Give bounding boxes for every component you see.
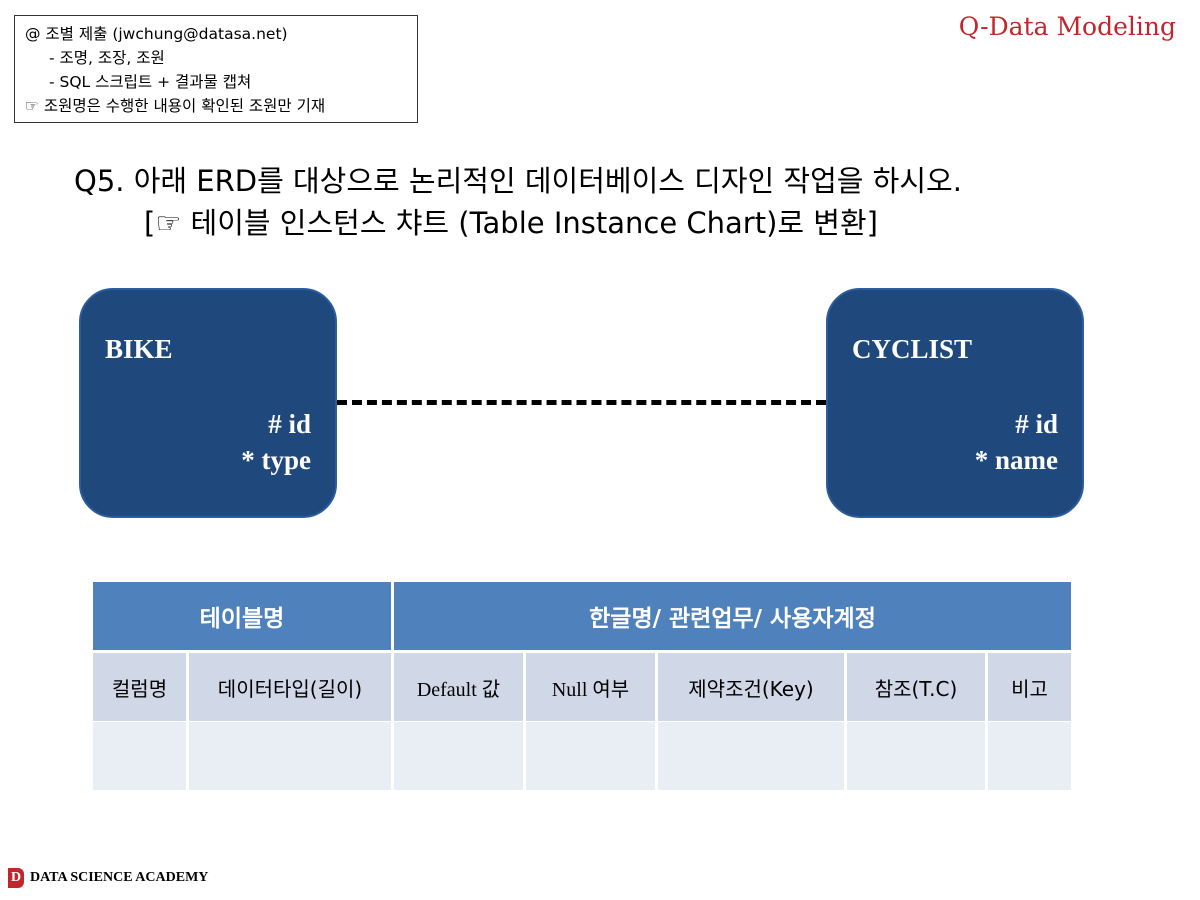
footer-brand: D DATA SCIENCE ACADEMY	[8, 868, 208, 888]
table-instance-chart: 테이블명 한글명/ 관련업무/ 사용자계정 컬럼명 데이터타입(길이) Defa…	[90, 582, 1074, 790]
cell-reference[interactable]	[847, 721, 985, 790]
question-line-2: [☞ 테이블 인스턴스 챠트 (Table Instance Chart)로 변…	[144, 206, 878, 240]
notice-line-4: ☞ 조원명은 수행한 내용이 확인된 조원만 기재	[25, 97, 326, 115]
cell-note[interactable]	[988, 721, 1071, 790]
attribute-id: # id	[268, 409, 311, 439]
cell-data-type[interactable]	[189, 721, 391, 790]
submission-notice-box: @ 조별 제출 (jwchung@datasa.net) - 조명, 조장, 조…	[14, 15, 418, 123]
table-row	[93, 721, 1071, 790]
cell-constraint[interactable]	[658, 721, 844, 790]
brand-title: Q-Data Modeling	[958, 12, 1176, 41]
entity-attributes: # id * name	[975, 406, 1058, 478]
col-nullable: Null 여부	[526, 650, 655, 721]
attribute-name: * name	[974, 445, 1058, 475]
question-text: Q5. 아래 ERD를 대상으로 논리적인 데이터베이스 디자인 작업을 하시오…	[74, 160, 1174, 244]
notice-line-1: @ 조별 제출 (jwchung@datasa.net)	[25, 25, 288, 43]
question-line-1: Q5. 아래 ERD를 대상으로 논리적인 데이터베이스 디자인 작업을 하시오…	[74, 164, 962, 198]
entity-name: BIKE	[105, 334, 173, 364]
cell-nullable[interactable]	[526, 721, 655, 790]
column-header-row: 컬럼명 데이터타입(길이) Default 값 Null 여부 제약조건(Key…	[93, 650, 1071, 721]
col-note: 비고	[988, 650, 1071, 721]
col-data-type: 데이터타입(길이)	[189, 650, 391, 721]
attribute-type: * type	[241, 445, 311, 475]
attribute-id: # id	[1015, 409, 1058, 439]
entity-cyclist: CYCLIST # id * name	[826, 288, 1084, 518]
academy-logo-icon: D	[8, 868, 24, 888]
col-default: Default 값	[394, 650, 523, 721]
notice-line-2: - 조명, 조장, 조원	[49, 49, 165, 67]
entity-attributes: # id * type	[241, 406, 311, 478]
table-header-row: 테이블명 한글명/ 관련업무/ 사용자계정	[93, 582, 1071, 650]
entity-bike: BIKE # id * type	[79, 288, 337, 518]
header-description: 한글명/ 관련업무/ 사용자계정	[394, 582, 1071, 650]
entity-name: CYCLIST	[852, 334, 973, 364]
footer-label: DATA SCIENCE ACADEMY	[30, 870, 209, 885]
relationship-dashed-line	[337, 400, 826, 405]
col-reference: 참조(T.C)	[847, 650, 985, 721]
notice-line-3: - SQL 스크립트 + 결과물 캡쳐	[49, 73, 252, 91]
col-column-name: 컬럼명	[93, 650, 186, 721]
cell-default[interactable]	[394, 721, 523, 790]
col-constraint: 제약조건(Key)	[658, 650, 844, 721]
header-table-name: 테이블명	[93, 582, 391, 650]
cell-column-name[interactable]	[93, 721, 186, 790]
